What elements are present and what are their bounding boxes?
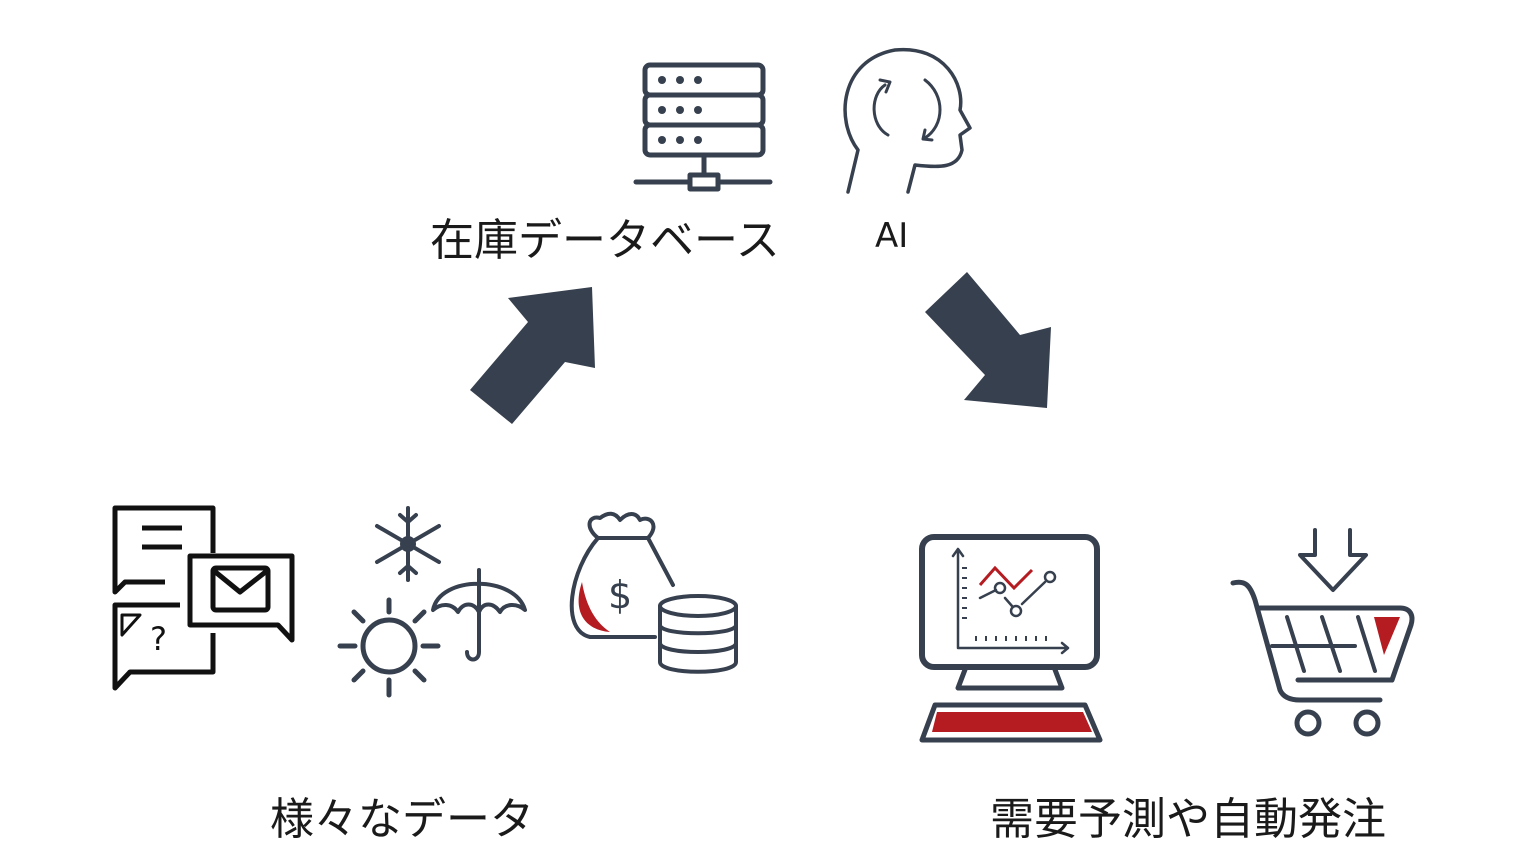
- arrow-up-right-icon: [470, 287, 595, 424]
- database-label: 在庫データベース: [430, 215, 780, 266]
- various-data-label: 様々なデータ: [270, 794, 534, 845]
- arrow-down-right-icon: [925, 272, 1051, 408]
- shopping-cart-icon: [1230, 528, 1415, 737]
- outcome-label: 需要予測や自動発注: [990, 794, 1386, 845]
- chat-bubbles-icon: ?: [112, 505, 295, 691]
- server-icon: [633, 62, 773, 192]
- money-bag-coins-icon: $: [569, 511, 738, 674]
- ai-label: AI: [875, 216, 909, 256]
- ai-head-icon: [843, 47, 972, 194]
- weather-icon: [337, 506, 527, 698]
- svg-text:$: $: [608, 573, 632, 617]
- svg-text:?: ?: [150, 620, 167, 658]
- computer-chart-icon: [919, 534, 1103, 743]
